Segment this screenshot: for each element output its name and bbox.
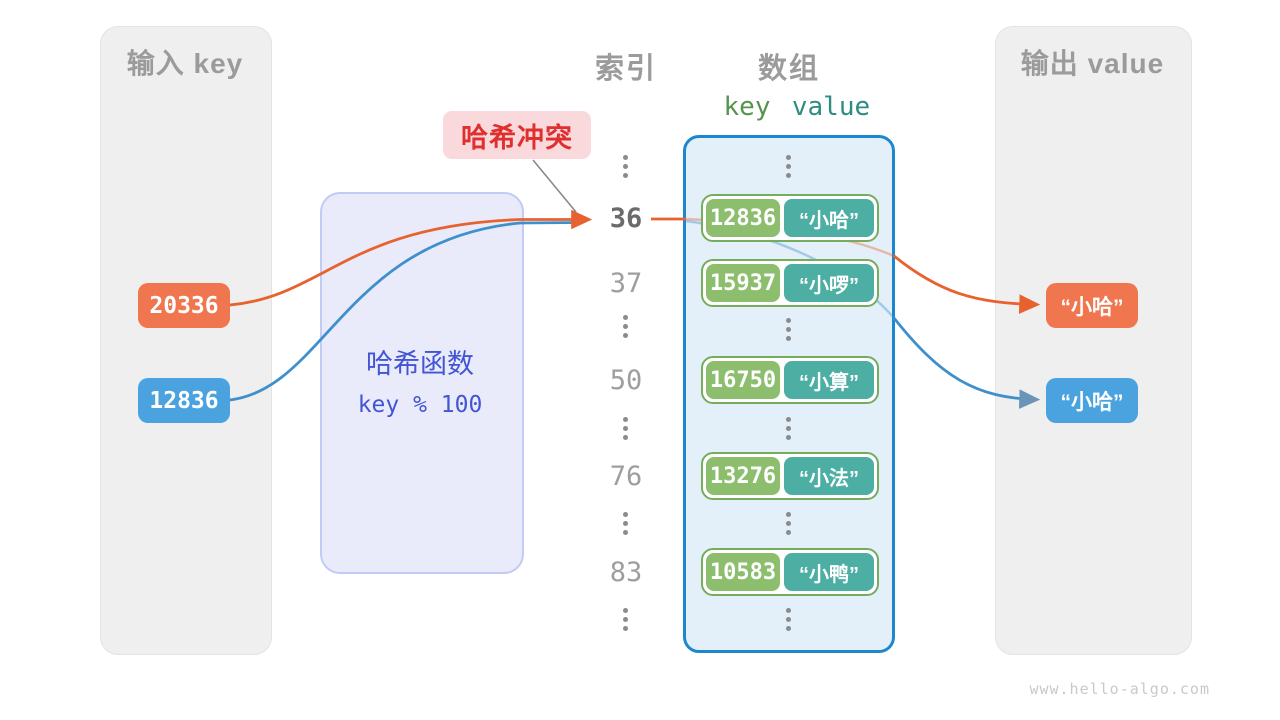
ellipsis-dots bbox=[623, 608, 628, 631]
entry-key: 10583 bbox=[706, 553, 780, 591]
entry-key: 15937 bbox=[706, 264, 780, 302]
ellipsis-dots bbox=[623, 315, 628, 338]
ellipsis-dots bbox=[786, 155, 791, 178]
entry-value: “小算” bbox=[784, 361, 874, 399]
input-panel bbox=[100, 26, 272, 655]
index-76: 76 bbox=[609, 461, 643, 492]
index-83: 83 bbox=[609, 557, 643, 588]
index-37: 37 bbox=[609, 268, 643, 299]
ellipsis-dots bbox=[786, 318, 791, 341]
output-value-1: “小哈” bbox=[1046, 283, 1138, 328]
array-entry: 15937 “小啰” bbox=[701, 259, 879, 307]
array-value-header: value bbox=[791, 92, 871, 122]
array-key-header: key bbox=[723, 92, 771, 122]
entry-key: 12836 bbox=[706, 199, 780, 237]
entry-value: “小鸭” bbox=[784, 553, 874, 591]
index-50: 50 bbox=[609, 365, 643, 396]
ellipsis-dots bbox=[786, 417, 791, 440]
index-column-title: 索引 bbox=[595, 53, 658, 85]
hash-function-formula: key % 100 bbox=[357, 392, 483, 418]
input-panel-title: 输入 key bbox=[126, 48, 244, 79]
entry-key: 13276 bbox=[706, 457, 780, 495]
hash-function-name: 哈希函数 bbox=[366, 349, 474, 379]
array-entry: 16750 “小算” bbox=[701, 356, 879, 404]
input-key-12836: 12836 bbox=[138, 378, 230, 423]
ellipsis-dots bbox=[786, 512, 791, 535]
collision-badge: 哈希冲突 bbox=[443, 111, 591, 159]
entry-value: “小啰” bbox=[784, 264, 874, 302]
ellipsis-dots bbox=[786, 608, 791, 631]
array-entry: 12836 “小哈” bbox=[701, 194, 879, 242]
ellipsis-dots bbox=[623, 155, 628, 178]
entry-value: “小法” bbox=[784, 457, 874, 495]
watermark: www.hello-algo.com bbox=[1029, 680, 1210, 698]
array-column-title: 数组 bbox=[757, 53, 820, 85]
hash-function-box bbox=[320, 192, 524, 574]
array-entry: 10583 “小鸭” bbox=[701, 548, 879, 596]
output-panel bbox=[995, 26, 1192, 655]
entry-key: 16750 bbox=[706, 361, 780, 399]
collision-pointer-line bbox=[532, 159, 577, 213]
input-key-20336: 20336 bbox=[138, 283, 230, 328]
index-36: 36 bbox=[609, 203, 643, 234]
ellipsis-dots bbox=[623, 417, 628, 440]
ellipsis-dots bbox=[623, 512, 628, 535]
array-entry: 13276 “小法” bbox=[701, 452, 879, 500]
entry-value: “小哈” bbox=[784, 199, 874, 237]
output-panel-title: 输出 value bbox=[1020, 48, 1165, 79]
output-value-2: “小哈” bbox=[1046, 378, 1138, 423]
